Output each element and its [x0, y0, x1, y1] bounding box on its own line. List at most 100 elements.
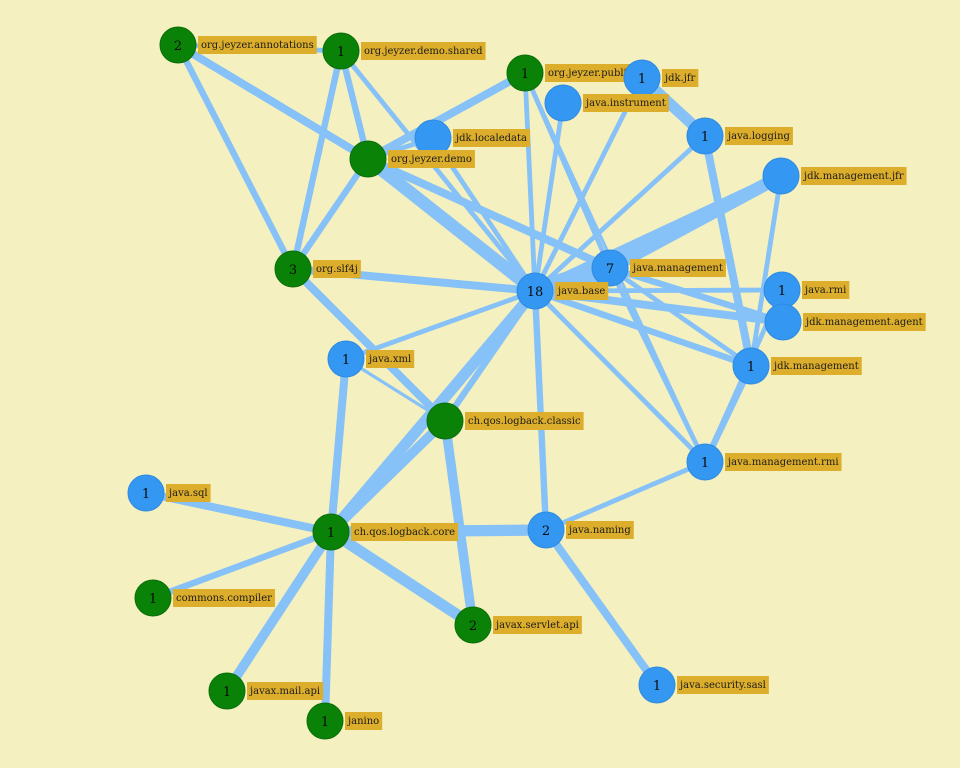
module-node-circle[interactable] [208, 672, 246, 710]
module-node-circle[interactable] [686, 117, 724, 155]
module-node[interactable]: 1 jdk.jfr [623, 59, 699, 97]
module-node-circle[interactable] [686, 443, 724, 481]
module-node-circle[interactable] [306, 702, 344, 740]
module-node-label-background [388, 150, 475, 168]
module-node-label-background [313, 260, 361, 278]
module-node-count: 2 [542, 524, 550, 539]
module-node[interactable]: ch.qos.logback.classic [426, 402, 584, 440]
module-node-label-background [583, 94, 669, 112]
module-node[interactable]: jdk.management.jfr [762, 157, 907, 195]
module-node[interactable]: 2 java.naming [527, 511, 634, 549]
dependency-edge [608, 266, 753, 368]
module-node-circle[interactable] [454, 606, 492, 644]
module-node-label-background [361, 42, 486, 60]
module-node-count: 2 [469, 619, 477, 634]
module-node-label-background [802, 281, 850, 299]
dependency-edge [337, 50, 372, 160]
dependency-edge [533, 289, 707, 464]
dependency-edge [533, 134, 707, 293]
module-node-circle[interactable] [591, 249, 629, 287]
module-node-circle[interactable] [159, 26, 197, 64]
module-node-label: java.rmi [804, 285, 846, 296]
module-node-circle[interactable] [127, 474, 165, 512]
module-node-count: 18 [527, 285, 544, 300]
module-node-label: java.security.sasl [679, 680, 766, 691]
dependency-edge [366, 155, 612, 272]
module-node-label: java.naming [568, 525, 631, 536]
module-node-circle[interactable] [764, 303, 802, 341]
dependency-edge [290, 157, 371, 271]
module-node-count: 1 [778, 284, 786, 299]
module-node-circle[interactable] [527, 511, 565, 549]
module-node-circle[interactable] [322, 32, 360, 70]
module-node-circle[interactable] [349, 140, 387, 178]
module-node-label-background [493, 616, 582, 634]
module-node-circle[interactable] [544, 84, 582, 122]
module-node-label-background [465, 412, 584, 430]
module-node-label: jdk.jfr [664, 73, 696, 84]
dependency-edge [533, 287, 753, 370]
dependency-edge [327, 358, 350, 533]
dependency-edge [532, 76, 645, 293]
module-node[interactable]: jdk.management.agent [764, 303, 926, 341]
module-node-label-background [803, 313, 926, 331]
module-node-circle[interactable] [327, 340, 365, 378]
module-node-label: janino [347, 716, 379, 727]
module-node-label-background [725, 453, 842, 471]
module-node[interactable]: org.jeyzer.demo [349, 140, 475, 178]
module-node-circle[interactable] [134, 579, 172, 617]
module-node-label: org.jeyzer.demo.shared [364, 46, 483, 57]
module-node-label: org.jeyzer.annotations [201, 40, 314, 51]
module-node-label: org.slf4j [316, 264, 358, 275]
module-node-label-background [366, 350, 415, 368]
module-node-count: 1 [337, 45, 345, 60]
module-node-circle[interactable] [732, 347, 770, 385]
module-node-circle[interactable] [274, 250, 312, 288]
module-node-count: 1 [223, 685, 231, 700]
module-node-circle[interactable] [506, 54, 544, 92]
dependency-edge [748, 175, 784, 367]
module-node-label-background [545, 64, 642, 82]
module-node-label: jdk.management.jfr [803, 171, 904, 182]
module-node[interactable]: 1 org.jeyzer.demo.shared [322, 32, 486, 70]
dependency-edge [532, 102, 566, 292]
module-node-count: 1 [638, 72, 646, 87]
dependency-edge [440, 420, 478, 626]
module-node[interactable]: jdk.localedata [414, 119, 530, 157]
module-node-circle[interactable] [516, 272, 554, 310]
dependency-edge [364, 153, 539, 297]
module-node-circle[interactable] [762, 157, 800, 195]
module-node-label: java.sql [168, 488, 208, 499]
module-node-count: 1 [701, 130, 709, 145]
module-node-label-background [453, 129, 530, 147]
module-node[interactable]: java.instrument [544, 84, 669, 122]
module-node-label-background [198, 36, 317, 54]
module-node[interactable]: 1 java.rmi [763, 271, 850, 309]
module-node[interactable]: 1 java.security.sasl [638, 666, 769, 704]
dependency-edge [290, 266, 448, 424]
module-node-count: 1 [342, 353, 350, 368]
module-node-label-background [247, 682, 324, 700]
module-node-circle[interactable] [426, 402, 464, 440]
module-node-circle[interactable] [638, 666, 676, 704]
module-node-circle[interactable] [312, 513, 350, 551]
module-node-label-background [566, 521, 634, 539]
module-node-count: 1 [653, 679, 661, 694]
